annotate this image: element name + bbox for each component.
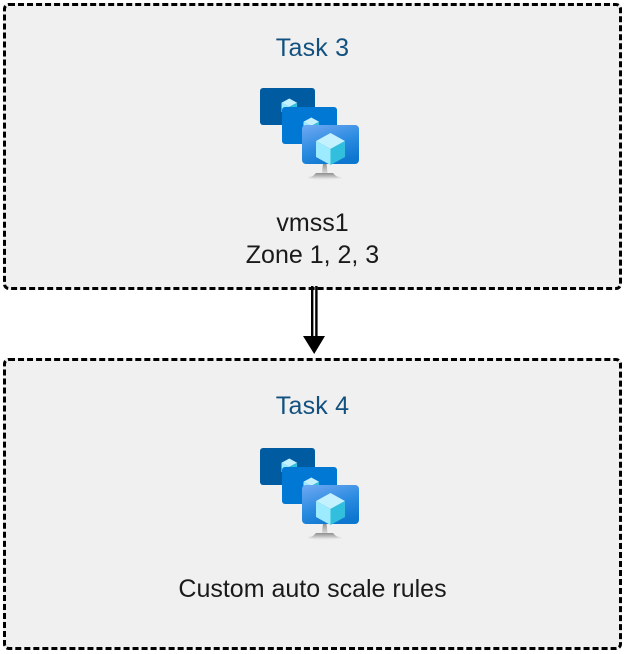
azure-vm-scale-set-icon — [259, 448, 359, 540]
panel-caption-task-4: Custom auto scale rules — [178, 574, 446, 606]
panel-caption-task-3: vmss1 Zone 1, 2, 3 — [246, 208, 379, 272]
azure-vm-scale-set-icon — [259, 88, 359, 180]
caption-line-zones: Zone 1, 2, 3 — [245, 240, 380, 269]
caption-line-vmss-name: vmss1 — [276, 209, 349, 237]
task-panel-task-3: Task 3 — [3, 3, 622, 290]
caption-line-autoscale-rules: Custom auto scale rules — [178, 575, 447, 603]
arrow-down-double-line-icon — [303, 286, 325, 354]
panel-title-task-3: Task 3 — [275, 34, 350, 62]
task-panel-task-4: Task 4 — [3, 358, 622, 650]
panel-title-task-4: Task 4 — [275, 392, 350, 420]
